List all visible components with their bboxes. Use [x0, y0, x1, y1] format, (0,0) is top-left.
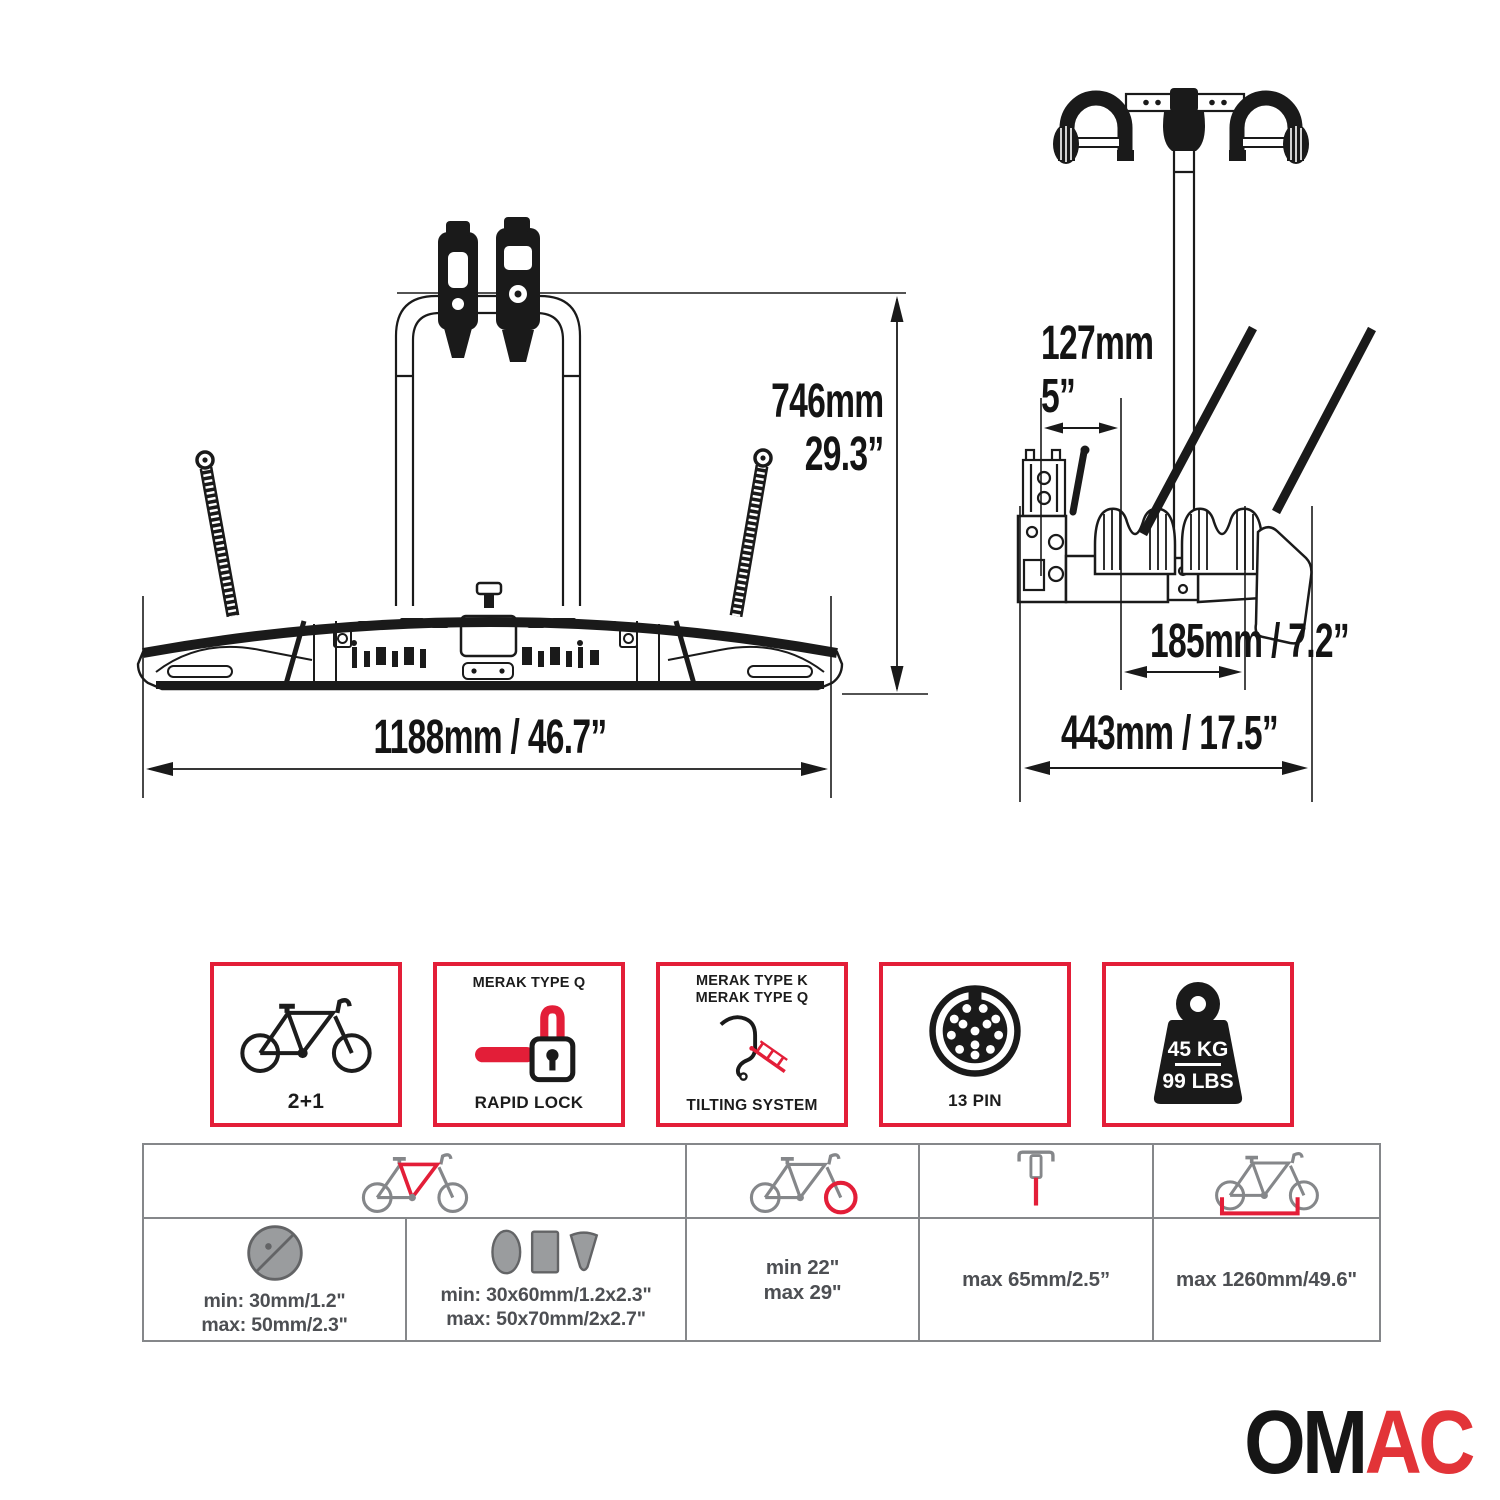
wheel-clamps — [1053, 88, 1309, 164]
spring-arms — [195, 448, 773, 618]
logo-text-red: AC — [1364, 1393, 1476, 1493]
cell-tube-max: max 65mm/2.5” — [920, 1219, 1154, 1342]
wheel-cradles — [1093, 507, 1264, 576]
tube-shapes-icon — [491, 1229, 599, 1275]
hitch-clamp — [1016, 445, 1090, 604]
cell-wheel-size: min 22" max 29" — [687, 1219, 920, 1342]
tilting-system-icon — [719, 1015, 788, 1081]
cell-wheelbase-max: max 1260mm/49.6" — [1154, 1219, 1381, 1342]
badge-tilting-system: MERAK TYPE K MERAK TYPE Q TILTING SYSTEM — [656, 962, 848, 1127]
cell-text: min: 30mm/1.2" — [203, 1289, 346, 1312]
bike-wheelbase-icon — [1214, 1151, 1319, 1216]
badge-rapid-lock: MERAK TYPE Q RAPID LOCK — [433, 962, 625, 1127]
side-offset-mm: 127mm — [1041, 317, 1154, 370]
cell-text: max 1260mm/49.6" — [1176, 1268, 1357, 1291]
side-view-drawing — [1016, 88, 1376, 645]
badge-tilting-label: TILTING SYSTEM — [686, 1097, 818, 1114]
header-tube-max — [920, 1145, 1154, 1219]
base-detail-slots — [351, 618, 618, 668]
omac-logo: OMAC — [1244, 1398, 1475, 1488]
bike-clamps-icon — [438, 217, 540, 362]
hitch-pin — [475, 581, 503, 608]
side-offset-in: 5” — [1041, 369, 1076, 423]
cell-tube-diameter: min: 30mm/1.2" max: 50mm/2.3" — [144, 1219, 407, 1342]
bike-icon — [240, 998, 372, 1073]
rapid-lock-icon — [475, 1005, 576, 1083]
badge-bike-capacity: 2+1 — [210, 962, 402, 1127]
tube-diameter-icon — [246, 1225, 303, 1281]
badge-13-pin: 13 PIN — [879, 962, 1071, 1127]
header-wheel-size — [687, 1145, 920, 1219]
cell-text: min 22" — [765, 1255, 840, 1279]
badge-tilting-model-1: MERAK TYPE K — [696, 973, 808, 989]
bike-rear-wheel-icon — [749, 1153, 858, 1215]
side-arms — [1139, 325, 1376, 537]
weight-kg-label: 45 KG — [1168, 1038, 1229, 1061]
side-offset-label: 127mm 5” — [1041, 317, 1154, 424]
front-height-mm: 746mm — [770, 375, 884, 428]
front-height-in: 29.3” — [804, 427, 883, 481]
side-depth-label: 443mm / 17.5” — [1061, 707, 1279, 760]
cell-text: max: 50x70mm/2x2.7" — [446, 1307, 646, 1330]
cell-text: max: 50mm/2.3" — [201, 1313, 348, 1336]
spec-table: min: 30mm/1.2" max: 50mm/2.3" min: 30x60… — [142, 1143, 1381, 1342]
bike-frame-icon — [361, 1153, 468, 1213]
front-width-label: 1188mm / 46.7” — [373, 711, 607, 764]
front-dimension-lines — [142, 296, 928, 798]
13-pin-connector-icon — [929, 985, 1021, 1077]
badge-rapid-lock-model: MERAK TYPE Q — [472, 975, 586, 991]
front-view-drawing — [136, 217, 906, 691]
tilt-pedal — [1254, 526, 1313, 645]
front-height-label: 746mm 29.3” — [770, 375, 884, 482]
cell-text: min: 30x60mm/1.2x2.3" — [440, 1283, 652, 1306]
badge-rapid-lock-label: RAPID LOCK — [474, 1093, 584, 1112]
side-dimension-lines — [1019, 398, 1313, 802]
logo-text-black: OM — [1244, 1393, 1368, 1493]
weight-icon: 45 KG 99 LBS — [1153, 982, 1243, 1104]
cell-text: max 65mm/2.5” — [962, 1268, 1110, 1291]
seatpost-icon — [1017, 1150, 1055, 1206]
weight-lbs-label: 99 LBS — [1162, 1070, 1233, 1093]
side-spacing-label: 185mm / 7.2” — [1150, 615, 1350, 668]
badge-capacity-label: 2+1 — [287, 1090, 325, 1113]
header-wheelbase — [1154, 1145, 1381, 1219]
cell-tube-shapes: min: 30x60mm/1.2x2.3" max: 50x70mm/2x2.7… — [407, 1219, 687, 1342]
header-frame-size — [144, 1145, 687, 1219]
badge-tilting-model-2: MERAK TYPE Q — [695, 990, 809, 1006]
badge-max-load: 45 KG 99 LBS — [1102, 962, 1294, 1127]
cell-text: max 29" — [763, 1280, 842, 1304]
base-structure — [155, 614, 825, 685]
badge-13-pin-label: 13 PIN — [948, 1091, 1002, 1110]
